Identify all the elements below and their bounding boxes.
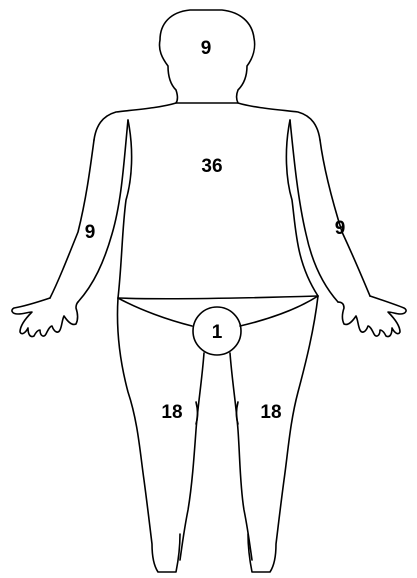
hand-left: [12, 298, 78, 337]
leg-right-inner: [230, 353, 252, 560]
groin-line-left: [118, 298, 192, 326]
thigh-mark-right: [237, 402, 239, 424]
shoulder-line: [94, 103, 176, 140]
left-arm-label: 9: [335, 218, 346, 239]
arm-left-outer: [50, 140, 94, 298]
head-label: 9: [201, 38, 212, 59]
right-leg-label: 18: [161, 402, 182, 423]
leg-right-outer: [248, 296, 318, 572]
left-leg-label: 18: [260, 402, 281, 423]
right-arm-label: 9: [85, 222, 96, 243]
waist-line: [118, 296, 318, 299]
arm-right-inner: [290, 120, 338, 302]
shoulder-line-right: [238, 103, 320, 140]
leg-left-outer: [117, 298, 180, 572]
leg-left-inner: [180, 353, 204, 560]
hand-right: [338, 296, 406, 337]
perineum-label: 1: [212, 322, 223, 343]
groin-line-right: [240, 296, 318, 326]
thigh-mark-left: [196, 402, 198, 424]
trunk-right-side: [286, 120, 318, 296]
trunk-label: 36: [201, 156, 222, 177]
